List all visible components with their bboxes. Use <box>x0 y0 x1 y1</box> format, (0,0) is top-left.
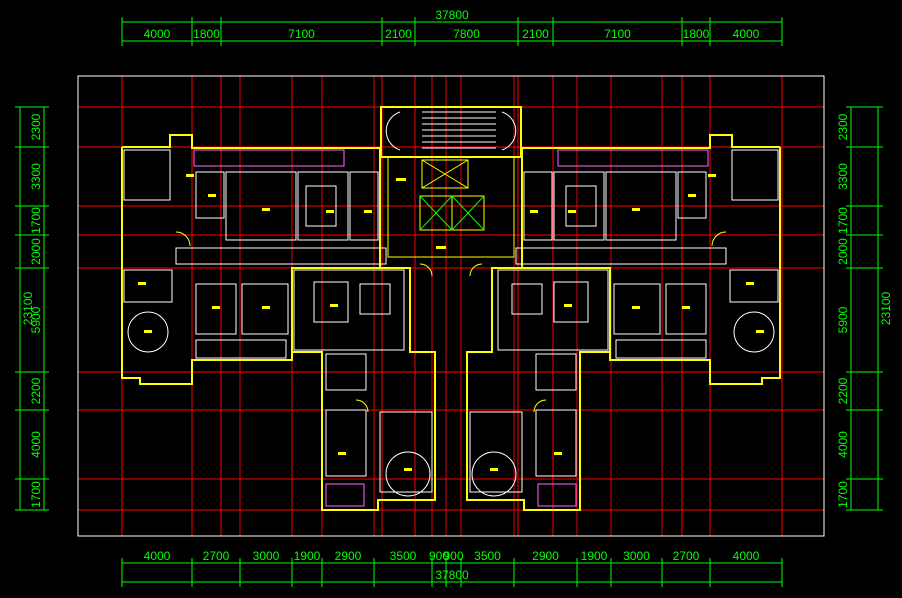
dimension-label: 3300 <box>836 163 850 190</box>
dimension-label: 1700 <box>836 207 850 234</box>
building-plan <box>121 106 781 511</box>
right-unit-wall-outer <box>609 147 781 385</box>
dimension-label: 2300 <box>836 113 850 140</box>
dimension-label: 4000 <box>733 549 760 563</box>
elevator-lobby <box>387 156 515 258</box>
dimension-total-label: 37800 <box>435 568 469 582</box>
left-balcony <box>193 149 345 167</box>
elevator-shaft-1 <box>421 159 469 189</box>
dimension-label: 2700 <box>673 549 700 563</box>
dimension-label: 2200 <box>836 377 850 404</box>
room-tags <box>138 174 764 471</box>
dimension-total-label: 37800 <box>435 8 469 22</box>
dimension-label: 7100 <box>288 27 315 41</box>
dimension-label: 5900 <box>836 306 850 333</box>
dimension-label: 2700 <box>203 549 230 563</box>
dimension-label: 1900 <box>294 549 321 563</box>
dimension-label: 1700 <box>29 207 43 234</box>
dimension-label: 1800 <box>193 27 220 41</box>
drawing-frame <box>77 75 825 537</box>
dimension-label: 2000 <box>836 238 850 265</box>
dimension-label: 1800 <box>683 27 710 41</box>
dimension-label: 3500 <box>390 549 417 563</box>
dimension-label: 900 <box>429 549 449 563</box>
dimension-label: 7100 <box>604 27 631 41</box>
dimension-label: 2200 <box>29 377 43 404</box>
dimension-label: 4000 <box>29 431 43 458</box>
left-corridor <box>175 247 387 265</box>
dimension-label: 3000 <box>623 549 650 563</box>
right-dimension-chain: 2300 3300 1700 2000 5900 2200 4000 1700 23100 <box>836 106 893 511</box>
dimension-label: 2000 <box>29 238 43 265</box>
elevator-shaft-3 <box>451 195 485 231</box>
dimension-label: 4000 <box>144 549 171 563</box>
dimension-total-label: 23100 <box>879 291 893 325</box>
dimension-label: 1700 <box>836 481 850 508</box>
dimension-label: 4000 <box>144 27 171 41</box>
dimension-label: 3500 <box>474 549 501 563</box>
dimension-label: 2100 <box>385 27 412 41</box>
right-unit-wall <box>466 134 780 511</box>
dimension-label: 5900 <box>29 306 43 333</box>
dimension-total-label: 23100 <box>21 291 35 325</box>
top-dimension-chain: 4000 1800 7100 2100 7800 2100 7100 1800 4000 3780… <box>121 8 783 46</box>
dimension-label: 2900 <box>335 549 362 563</box>
left-lower-balcony <box>325 483 365 507</box>
stair-treads <box>422 111 496 149</box>
left-unit-wall <box>122 134 436 511</box>
dimension-label: 2100 <box>522 27 549 41</box>
dimension-label: 2300 <box>29 113 43 140</box>
dimension-label: 3300 <box>29 163 43 190</box>
right-balcony <box>557 149 709 167</box>
left-unit-wall-outer <box>121 147 293 385</box>
right-lower-balcony <box>537 483 577 507</box>
dimension-label: 1900 <box>581 549 608 563</box>
dimension-label: 7800 <box>453 27 480 41</box>
dimension-label: 900 <box>443 549 463 563</box>
dimension-label: 4000 <box>836 431 850 458</box>
right-corridor <box>515 247 727 265</box>
dimension-label: 1700 <box>29 481 43 508</box>
dimension-label: 4000 <box>733 27 760 41</box>
dimension-label: 2900 <box>532 549 559 563</box>
left-dimension-chain: 2300 3300 1700 2000 5900 2200 4000 1700 23100 <box>15 106 49 511</box>
dimension-label: 3000 <box>253 549 280 563</box>
